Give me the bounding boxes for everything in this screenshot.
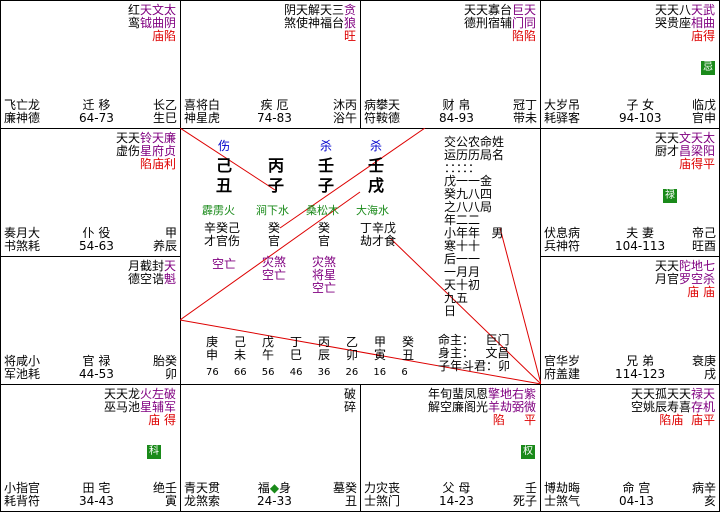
dayun-stems: 庚己戊丁丙乙甲癸 [206, 335, 431, 349]
shishen-1: 伤 [218, 139, 231, 153]
nayin-2: 涧下水 [256, 204, 289, 217]
ji-badge: 忌 [701, 61, 715, 75]
pillar-year: 己丑 [216, 156, 233, 195]
hidden-3: 癸官 [318, 221, 331, 248]
shishen-4: 杀 [370, 139, 383, 153]
kongwang: 空亡 [212, 257, 237, 271]
pillar-day: 壬子 [318, 156, 335, 195]
nayin-1: 霹雳火 [202, 204, 235, 217]
shishen-3: 杀 [320, 139, 333, 153]
info-block: 交公农命姓 运历历局名 ：：：：： 戊一一金 癸九八四 之八八局 年二二 小年年… [444, 135, 505, 318]
hidden-4: 丁辛戊劫才食 [360, 221, 397, 248]
lu-badge: 禄 [663, 189, 677, 203]
nayin-3: 桑松木 [306, 204, 339, 217]
zaisha-1: 灾煞空亡 [262, 255, 287, 282]
pillar-hour: 壬戌 [368, 156, 385, 195]
pillar-month: 丙子 [268, 156, 285, 195]
hidden-2: 癸官 [268, 221, 281, 248]
zaisha-2: 灾煞将星空亡 [312, 255, 337, 295]
hidden-1: 辛癸己才官伤 [204, 221, 241, 248]
chart-lines [180, 128, 541, 384]
center-panel: 伤 杀 杀 己丑 丙子 壬子 壬戌 霹雳火 涧下水 桑松木 大海水 辛癸己才官伤… [180, 128, 541, 384]
dayun-branches: 申未午巳辰卯寅丑 [206, 348, 431, 362]
dayun-ages: 76 66 56 46 36 26 16 6 [206, 367, 408, 378]
nayin-4: 大海水 [356, 204, 389, 217]
ke-badge: 科 [147, 445, 161, 459]
mingzhu: 命主： 巨门 身主： 文昌 子年斗君：卯 [438, 333, 511, 373]
quan-badge: 权 [521, 445, 535, 459]
